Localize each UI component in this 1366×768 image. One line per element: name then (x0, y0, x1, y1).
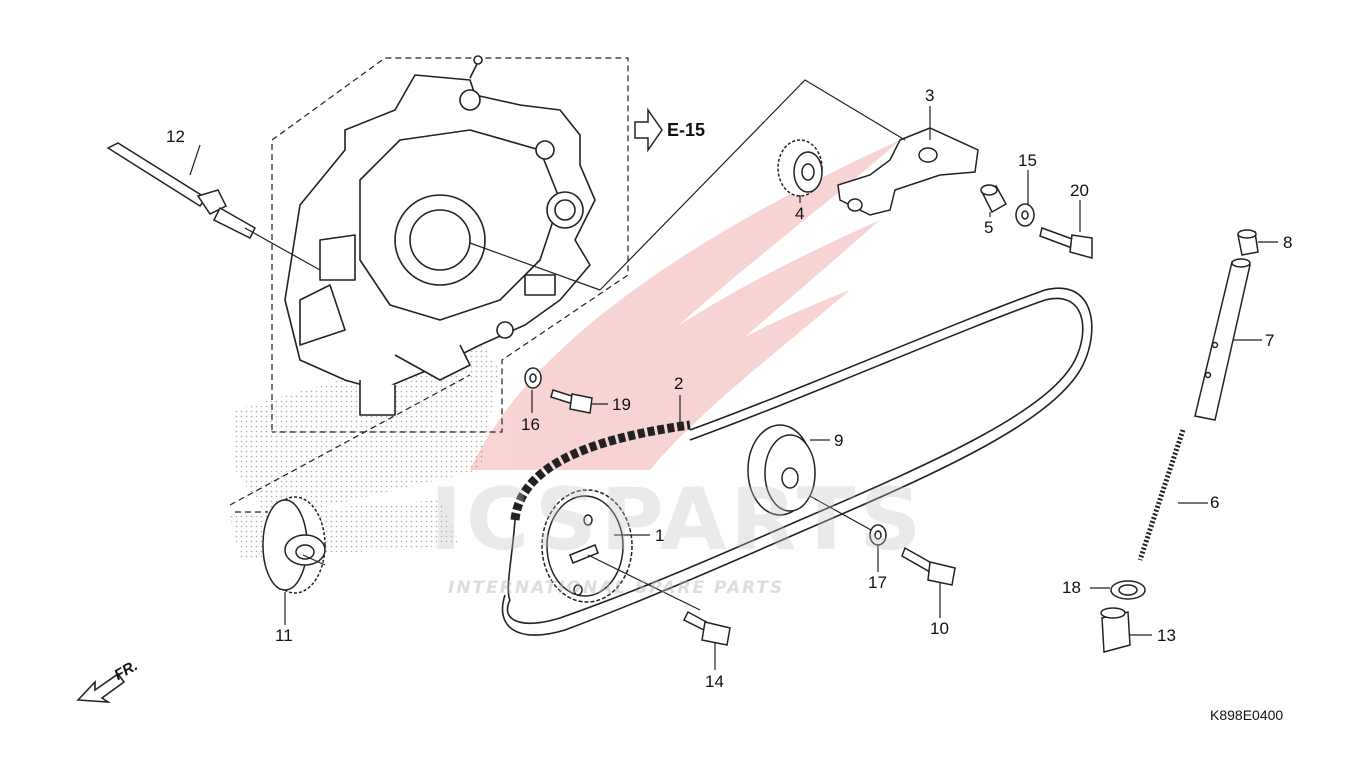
callout-12[interactable]: 12 (166, 127, 185, 146)
tensioner-arm-3 (837, 127, 979, 216)
callout-18[interactable]: 18 (1062, 578, 1081, 597)
front-direction-arrow-icon (76, 672, 126, 703)
tensioner-rod-7 (1194, 258, 1251, 421)
guide-pulley-9 (747, 424, 816, 516)
crankcase-group-box (229, 57, 629, 513)
drive-gear-11 (262, 496, 326, 594)
callout-20[interactable]: 20 (1070, 181, 1089, 200)
washer-16 (524, 367, 542, 389)
watermark-wing-logo (470, 140, 900, 470)
washer-17 (869, 524, 887, 546)
sealing-bolt-13 (1100, 607, 1131, 653)
callout-2[interactable]: 2 (674, 374, 684, 393)
callout-8[interactable]: 8 (1283, 233, 1293, 252)
watermark-tagline: INTERNATIONAL SPARE PARTS (448, 578, 785, 598)
reference-label[interactable]: E-15 (667, 120, 706, 140)
stud-bolt-12 (106, 142, 256, 240)
reference-arrow-icon (634, 107, 663, 153)
callout-11[interactable]: 11 (275, 626, 293, 645)
washer-18 (1110, 580, 1146, 600)
bolt-14 (682, 610, 731, 646)
callout-19[interactable]: 19 (612, 395, 631, 414)
spring-6 (1137, 429, 1186, 561)
tensioner-roller-4 (777, 139, 823, 197)
callout-15[interactable]: 15 (1018, 151, 1037, 170)
bolt-19 (550, 389, 593, 414)
callout-7[interactable]: 7 (1265, 331, 1275, 350)
washer-15 (1015, 203, 1035, 227)
callout-4[interactable]: 4 (795, 204, 805, 223)
callout-14[interactable]: 14 (705, 672, 724, 691)
callout-6[interactable]: 6 (1210, 493, 1220, 512)
crankcase (284, 55, 596, 416)
callout-3[interactable]: 3 (925, 86, 935, 105)
callout-13[interactable]: 13 (1157, 626, 1176, 645)
cam-chain-2 (501, 287, 1093, 636)
sprocket-1 (541, 489, 633, 603)
cap-8 (1237, 229, 1259, 256)
bolt-20 (1039, 227, 1093, 259)
leader-lines (189, 79, 1278, 670)
callout-9[interactable]: 9 (834, 431, 844, 450)
callout-5[interactable]: 5 (984, 218, 994, 237)
collar-5 (980, 184, 1008, 214)
diagram-code: K898E0400 (1210, 707, 1284, 723)
callout-10[interactable]: 10 (930, 619, 949, 638)
bolt-10 (901, 546, 956, 586)
callout-1[interactable]: 1 (655, 526, 665, 545)
watermark-brand: ICSPARTS (430, 470, 926, 570)
callout-16[interactable]: 16 (521, 415, 540, 434)
callout-17[interactable]: 17 (868, 573, 887, 592)
